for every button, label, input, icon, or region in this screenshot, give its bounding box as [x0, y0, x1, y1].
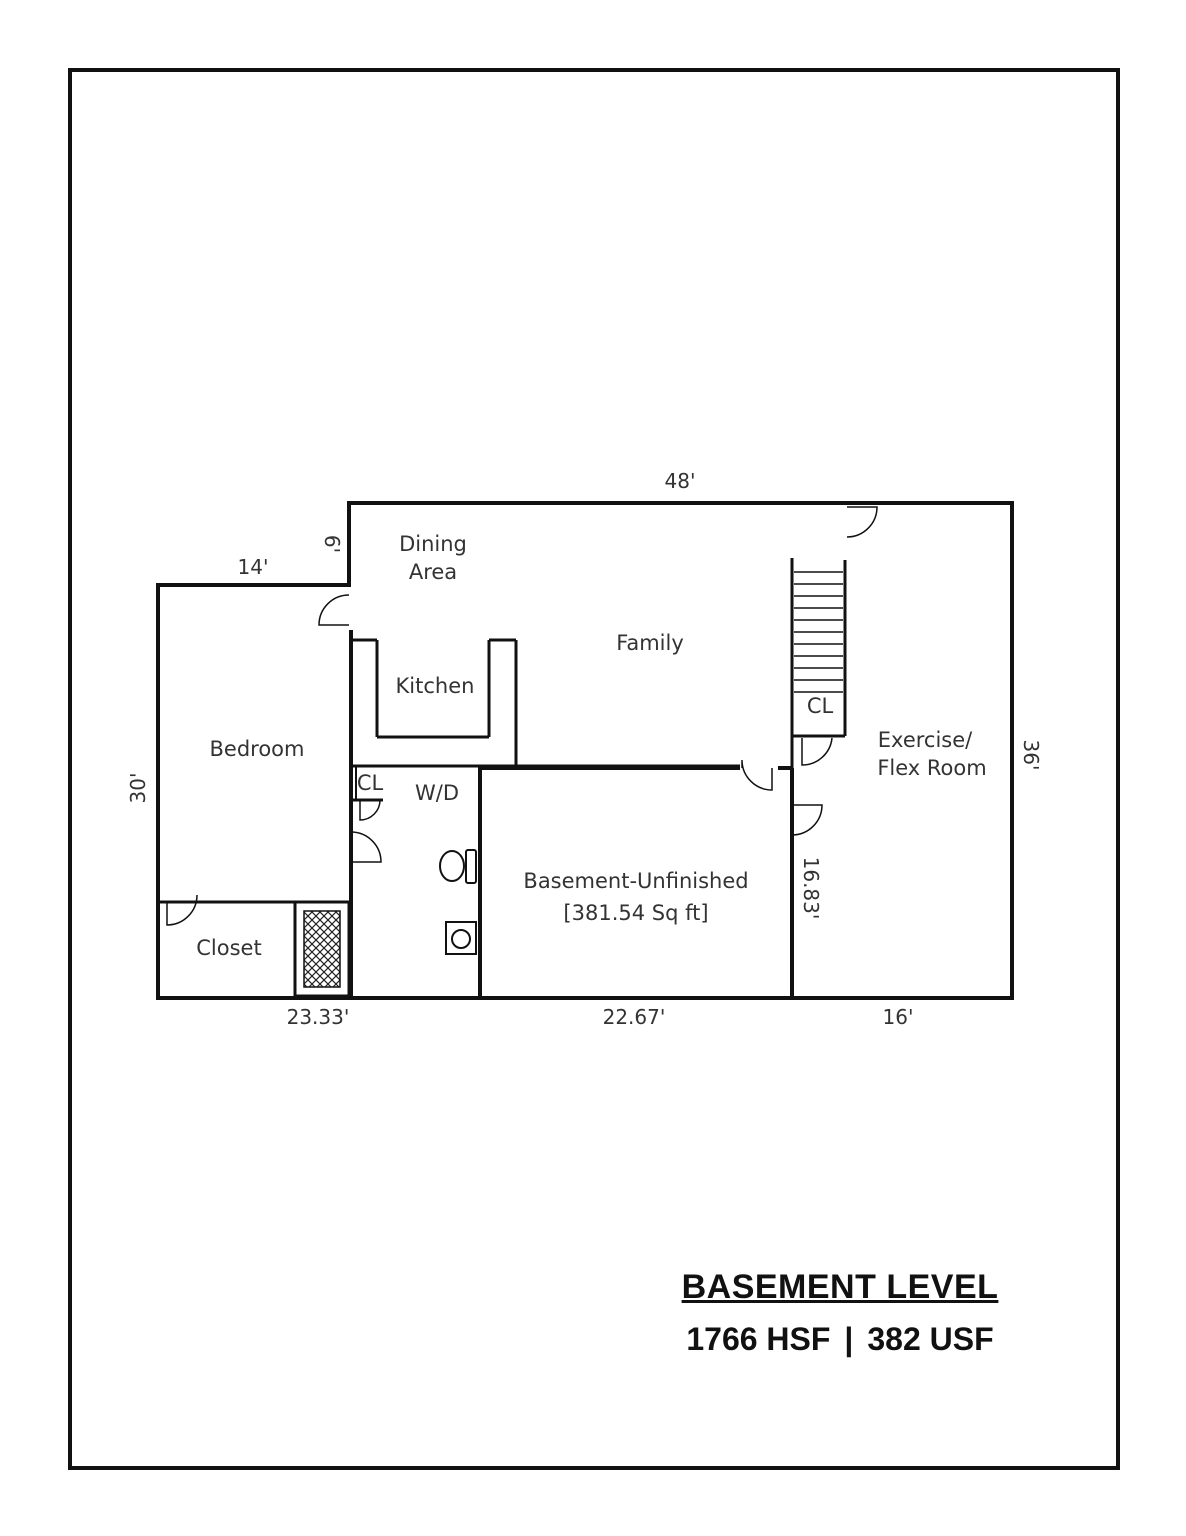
exterior-wall [156, 501, 1014, 1000]
dimension-bottom-left: 23.33' [287, 1005, 350, 1029]
dimension-top: 48' [665, 469, 696, 493]
dimension-bottom-right: 16' [883, 1005, 914, 1029]
room-label-flex-room: Flex Room [877, 756, 986, 780]
room-label-laundry-closet: CL [357, 771, 384, 795]
level-legend: BASEMENT LEVEL 1766 HSF | 382 USF [660, 1268, 1020, 1358]
fireplace-icon [293, 900, 351, 998]
room-label-stair-closet: CL [807, 694, 834, 718]
room-label-kitchen: Kitchen [396, 674, 475, 698]
area-stats: 1766 HSF | 382 USF [660, 1321, 1020, 1358]
room-label-family: Family [616, 631, 684, 655]
level-title: BASEMENT LEVEL [681, 1268, 999, 1306]
dimension-upper-left: 14' [238, 555, 269, 579]
room-label-dining-area: Area [409, 560, 457, 584]
page-frame [68, 68, 1120, 1470]
dimension-bottom-mid: 22.67' [603, 1005, 666, 1029]
dimension-notch: 6' [320, 535, 344, 553]
room-label-bedroom: Bedroom [210, 737, 305, 761]
room-label-dining: Dining [399, 532, 467, 556]
dimension-left: 30' [126, 773, 150, 804]
toilet-icon [439, 849, 477, 884]
room-label-basement: Basement-Unfinished [523, 869, 748, 893]
stairs [794, 571, 843, 693]
doors [166, 506, 878, 926]
room-label-wd: W/D [415, 781, 459, 805]
interior-walls [160, 558, 847, 998]
room-label-closet: Closet [196, 936, 261, 960]
heated-square-feet: 1766 HSF [686, 1321, 831, 1357]
stats-separator: | [844, 1321, 854, 1357]
room-label-basement-area: [381.54 Sq ft] [563, 901, 708, 925]
dimension-inner: 16.83' [799, 857, 823, 920]
sink-icon [445, 921, 477, 955]
unheated-square-feet: 382 USF [867, 1321, 994, 1357]
dimension-right: 36' [1019, 740, 1043, 771]
room-label-exercise: Exercise/ [878, 728, 973, 752]
